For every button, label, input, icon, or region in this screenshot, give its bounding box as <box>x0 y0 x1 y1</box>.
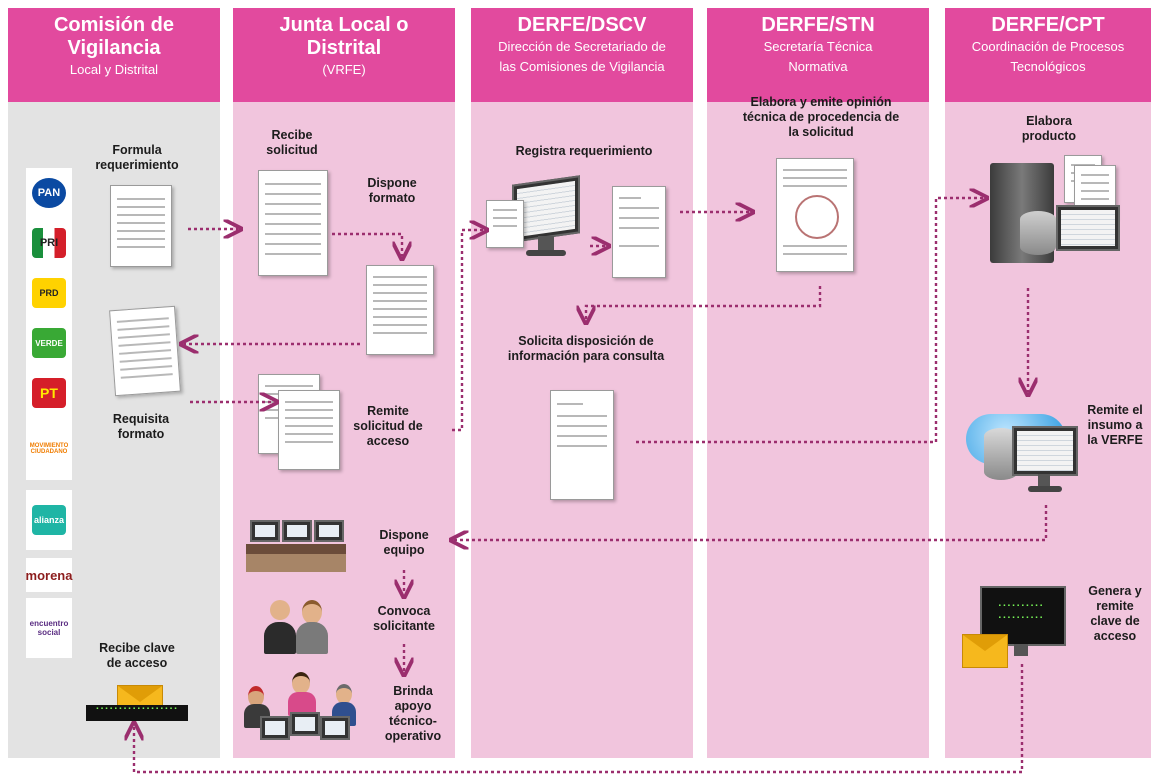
lane-header-cpt: DERFE/CPT Coordinación de Procesos Tecno… <box>945 8 1151 102</box>
encuentro-icon: encuentro social <box>29 619 69 637</box>
document-icon <box>278 390 340 470</box>
document-icon <box>612 186 666 278</box>
cloud-database-icon <box>966 406 1078 500</box>
party-logo-pri: PRI <box>26 218 72 268</box>
lane-title: Junta Local o <box>279 14 409 36</box>
party-logo-movimiento-ciudadano: MOVIMIENTO CIUDADANO <box>26 418 72 480</box>
step-registra-requerimiento: Registra requerimiento <box>515 144 653 158</box>
lane-subtitle: Dirección de Secretariado de <box>498 39 666 54</box>
lane-title: Vigilancia <box>67 37 161 59</box>
party-logo-pan: PAN <box>26 168 72 218</box>
step-dispone-equipo: Dispone equipo <box>379 528 429 557</box>
lane-subtitle: (VRFE) <box>322 62 366 77</box>
pan-icon: PAN <box>32 178 66 208</box>
morena-icon: morena <box>25 567 73 583</box>
step-elabora-opinion: Elabora y emite opinión técnica de proce… <box>742 95 900 139</box>
lane-title: Comisión de <box>53 14 174 36</box>
step-formula-requerimiento: Formula requerimiento <box>95 143 179 172</box>
step-genera-clave: Genera y remite clave de acceso <box>1088 584 1142 643</box>
lane-subtitle: Coordinación de Procesos <box>971 39 1125 54</box>
step-remite-insumo: Remite el insumo a la VERFE <box>1087 403 1143 447</box>
form-icon <box>109 305 181 397</box>
document-icon <box>550 390 614 500</box>
step-solicita-disposicion: Solicita disposición de información para… <box>507 334 665 363</box>
desk-icon <box>246 520 346 572</box>
step-convoca-solicitante: Convoca solicitante <box>373 604 435 633</box>
lane-dscv: DERFE/DSCV Dirección de Secretariado de … <box>471 8 693 758</box>
lane-title: DERFE/DSCV <box>517 14 647 36</box>
party-logo-encuentro: encuentro social <box>26 598 72 658</box>
lane-subtitle: Normativa <box>788 59 848 74</box>
step-recibe-clave: Recibe clave de acceso <box>99 641 175 670</box>
mc-icon: MOVIMIENTO CIUDADANO <box>29 443 69 455</box>
lane-subtitle: Secretaría Técnica <box>763 39 873 54</box>
alianza-icon: alianza <box>32 505 66 535</box>
step-remite-solicitud: Remite solicitud de acceso <box>353 404 423 448</box>
people-icon <box>264 600 330 656</box>
step-elabora-producto: Elabora producto <box>1021 114 1077 143</box>
lane-header-stn: DERFE/STN Secretaría Técnica Normativa <box>707 8 929 102</box>
lane-title: DERFE/STN <box>761 14 875 36</box>
lane-header-comision: Comisión de Vigilancia Local y Distrital <box>8 8 220 102</box>
party-logo-morena: morena <box>26 558 72 592</box>
computer-icon <box>486 175 582 262</box>
lane-header-dscv: DERFE/DSCV Dirección de Secretariado de … <box>471 8 693 102</box>
people-computers-icon <box>244 672 356 746</box>
prd-icon: PRD <box>32 278 66 308</box>
step-recibe-solicitud: Recibe solicitud <box>266 128 318 157</box>
access-key-display: ▪▪▪▪▪▪▪▪▪▪▪▪▪▪▪▪▪▪ <box>86 705 188 721</box>
lane-subtitle: Local y Distrital <box>69 62 159 77</box>
pri-icon: PRI <box>32 228 66 258</box>
verde-icon: VERDE <box>32 328 66 358</box>
document-icon <box>776 158 854 272</box>
document-icon <box>258 170 328 276</box>
step-brinda-apoyo: Brinda apoyo técnico-operativo <box>384 684 442 743</box>
server-icon <box>990 155 1120 265</box>
access-key-computer-icon: ▪▪▪▪▪▪▪▪▪▪ ▪▪▪▪▪▪▪▪▪▪ <box>962 586 1068 678</box>
lane-title: DERFE/CPT <box>991 14 1105 36</box>
document-icon <box>110 185 172 267</box>
lane-title: Distrital <box>306 37 382 59</box>
pt-icon: PT <box>32 378 66 408</box>
lane-junta: Junta Local o Distrital (VRFE) <box>233 8 455 758</box>
form-icon <box>366 265 434 355</box>
step-dispone-formato: Dispone formato <box>367 176 417 205</box>
party-logo-verde: VERDE <box>26 318 72 368</box>
lane-subtitle: las Comisiones de Vigilancia <box>499 59 665 74</box>
lane-header-junta: Junta Local o Distrital (VRFE) <box>233 8 455 102</box>
party-logo-prd: PRD <box>26 268 72 318</box>
party-logo-alianza: alianza <box>26 490 72 550</box>
lane-subtitle: Tecnológicos <box>1010 59 1086 74</box>
party-logo-pt: PT <box>26 368 72 418</box>
step-requisita-formato: Requisita formato <box>112 412 170 441</box>
